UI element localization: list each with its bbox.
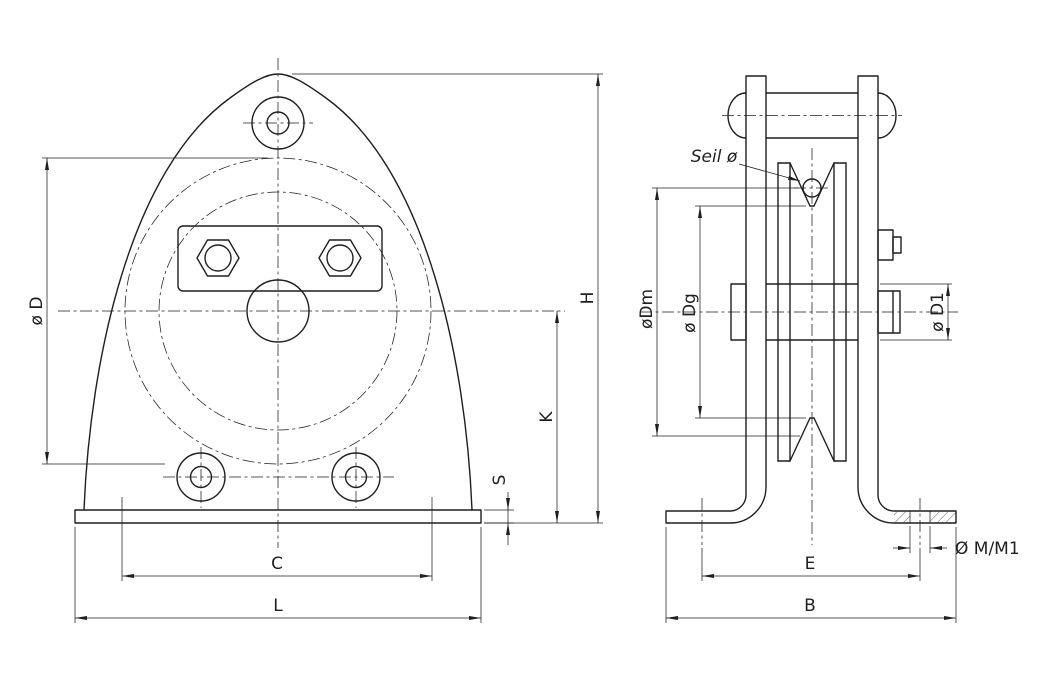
- dimension-l: L: [74, 527, 482, 623]
- top-hole-boss: [251, 96, 305, 150]
- dim-label-s: S: [490, 475, 510, 486]
- dim-label-d: ø D: [27, 297, 47, 326]
- dimension-d: ø D: [27, 157, 268, 465]
- dim-label-l: L: [273, 596, 283, 616]
- dimension-b: B: [665, 527, 957, 623]
- dim-label-d1: ø D1: [928, 292, 948, 332]
- dimension-h: H: [292, 73, 603, 524]
- hex-nut-left: [196, 239, 240, 277]
- dimension-d1: ø D1: [880, 283, 952, 341]
- dimension-dm: øDm: [637, 187, 800, 437]
- pulley-outer-phantom-circle: [124, 157, 432, 465]
- axle-nut: [877, 290, 901, 334]
- foot-section: [894, 511, 956, 523]
- dimension-c: C: [121, 497, 433, 581]
- dimension-m: Ø M/M1: [893, 526, 1020, 559]
- top-pin-right-head: [877, 92, 897, 139]
- pulley-groove-phantom-circle: [158, 191, 398, 431]
- bottom-hole-left: [189, 465, 213, 489]
- mounting-plate-outline: [83, 73, 473, 511]
- dimension-s: S: [484, 475, 514, 545]
- dimension-e: E: [701, 548, 921, 581]
- grease-fitting-tip: [892, 236, 902, 254]
- grease-fitting-body: [877, 229, 894, 261]
- rope-section-circle: [802, 178, 822, 198]
- bottom-hole-left-boss: [176, 452, 226, 502]
- clamp-bar: [177, 225, 383, 292]
- front-view: ø D H K S C: [27, 58, 603, 623]
- side-centerlines: [640, 115, 958, 545]
- base-flange: [74, 509, 482, 524]
- dim-label-k: K: [537, 411, 557, 423]
- rope-callout: Seil ø: [691, 147, 801, 182]
- dim-label-h: H: [578, 292, 598, 305]
- top-pin: [727, 92, 897, 139]
- hex-nut-left-bolt: [204, 244, 232, 272]
- front-centerlines: [58, 58, 565, 548]
- axle-left-boss: [730, 283, 747, 341]
- side-view: Seil ø øDm ø Dg ø D1: [637, 75, 1020, 623]
- sheave-section: [765, 162, 859, 462]
- dim-label-b: B: [804, 596, 816, 616]
- bracket-right-plate: [857, 75, 957, 524]
- bracket-left-plate: [665, 75, 767, 524]
- hex-nut-right: [318, 239, 362, 277]
- dimension-k: K: [537, 311, 559, 523]
- rope-label: Seil ø: [691, 147, 738, 167]
- dim-label-e: E: [805, 554, 816, 574]
- dim-label-c: C: [271, 554, 283, 574]
- dim-label-dg: ø Dg: [680, 293, 700, 333]
- bottom-hole-right: [344, 465, 368, 489]
- hex-nut-right-bolt: [326, 244, 354, 272]
- dim-label-m: Ø M/M1: [955, 539, 1020, 559]
- top-pin-left-head: [727, 92, 747, 139]
- dimension-dg: ø Dg: [680, 205, 806, 419]
- dim-label-dm: øDm: [637, 289, 657, 329]
- bottom-hole-right-boss: [331, 452, 381, 502]
- top-hole: [266, 111, 290, 135]
- axle-hardware: [730, 229, 902, 341]
- axle-hole: [246, 279, 310, 343]
